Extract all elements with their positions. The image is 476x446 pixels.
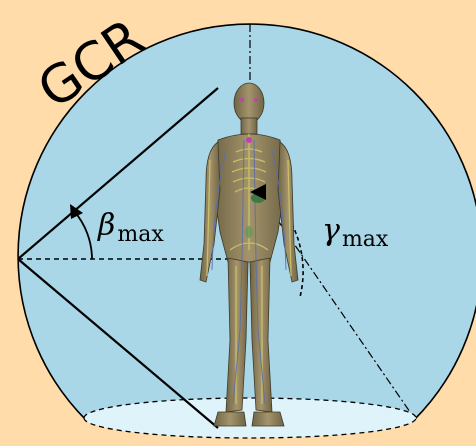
beta-subscript: max (117, 222, 164, 247)
gamma-symbol: γ (322, 213, 340, 248)
gamma-subscript: max (342, 227, 389, 252)
beta-symbol: β (97, 208, 115, 243)
floor-ellipse (84, 398, 416, 438)
